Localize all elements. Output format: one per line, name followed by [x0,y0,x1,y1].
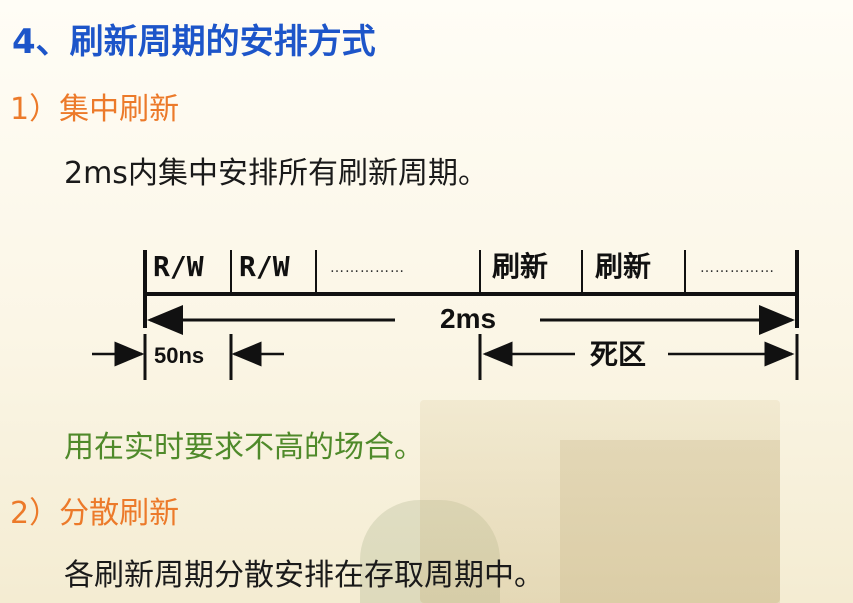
section-heading-centralized: 1）集中刷新 [10,92,180,127]
slide-title: 4、刷新周期的安排方式 [12,22,376,62]
ellipsis-dots-2: …………… [700,260,775,276]
centralized-usage-note: 用在实时要求不高的场合。 [64,430,424,465]
section-heading-distributed: 2）分散刷新 [10,496,180,531]
cell-read-write-2: R/W [239,250,290,283]
total-span-label: 2ms [440,303,496,334]
cycle-time-label: 50ns [154,343,204,368]
cell-read-write-1: R/W [153,250,204,283]
cell-refresh-2: 刷新 [595,250,651,283]
background-building [420,400,780,603]
background-tree [360,500,500,603]
dead-zone-label: 死区 [590,338,646,371]
refresh-timing-diagram: R/W R/W …………… 刷新 刷新 …………… 2ms 50ns 死区 [92,250,799,380]
centralized-description: 2ms内集中安排所有刷新周期。 [64,156,488,191]
cell-refresh-1: 刷新 [492,250,548,283]
background-building-wing [560,440,780,603]
ellipsis-dots-1: …………… [330,260,405,276]
distributed-description: 各刷新周期分散安排在存取周期中。 [64,558,544,593]
